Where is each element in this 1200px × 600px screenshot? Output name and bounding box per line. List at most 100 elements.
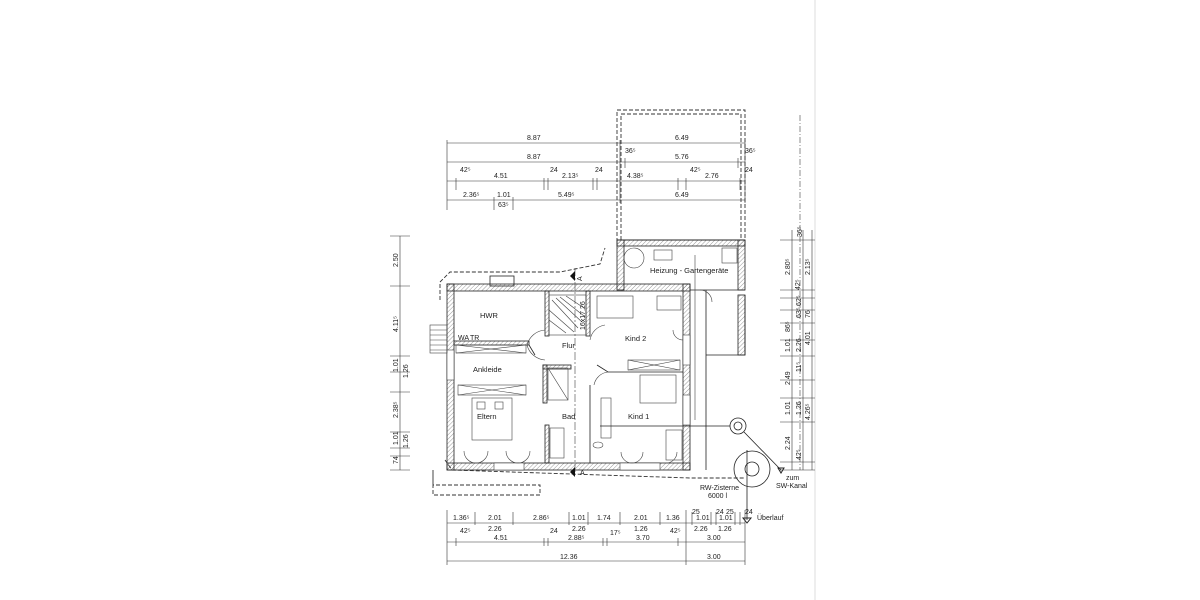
dim-text: 12.36 xyxy=(560,554,578,561)
dim-text: 2.26 xyxy=(488,526,502,533)
room-label-kind2: Kind 2 xyxy=(625,334,646,343)
dim-text: 8.87 xyxy=(527,135,541,142)
dim-text: 4.01 xyxy=(805,331,812,345)
dim-text: 24 xyxy=(745,167,753,174)
dimensions-bottom xyxy=(446,510,746,565)
dim-text: 2.36⁵ xyxy=(463,192,480,199)
dim-text: 42⁵ xyxy=(795,279,802,290)
doors xyxy=(463,289,713,464)
dim-text: 24 xyxy=(745,509,753,516)
cistern-volume: 6000 l xyxy=(708,493,728,500)
dim-text: 63⁵ xyxy=(796,307,803,318)
overflow-label: Überlauf xyxy=(757,514,784,522)
dim-text: 1.01 xyxy=(785,401,792,415)
dim-text: 42⁵ xyxy=(460,528,471,535)
dim-text: 2.01 xyxy=(488,515,502,522)
dim-text: 2.76 xyxy=(705,173,719,180)
dim-text: 36⁵ xyxy=(797,226,804,237)
section-label: A xyxy=(577,276,584,281)
dim-text: 1.26 xyxy=(634,526,648,533)
dim-text: 25 xyxy=(726,509,734,516)
dim-text: 25 xyxy=(692,509,700,516)
dim-text: 1.01 xyxy=(393,431,400,445)
dim-text: 63⁵ xyxy=(498,202,509,209)
dimensions-top xyxy=(446,140,746,210)
dim-text: 11⁵ xyxy=(796,362,803,372)
dim-text: 2.01 xyxy=(634,515,648,522)
dim-text: 4.51 xyxy=(494,535,508,542)
dim-text: 2.13⁵ xyxy=(562,173,579,180)
dim-text: 24 xyxy=(550,528,558,535)
dim-text: 4.38⁵ xyxy=(627,173,644,180)
dim-text: 2.26 xyxy=(796,338,803,352)
room-label-flur: Flur xyxy=(562,341,575,350)
dim-text: 2.88⁵ xyxy=(568,535,585,542)
dim-text: 1.01 xyxy=(393,358,400,372)
dim-text: 5.76 xyxy=(675,154,689,161)
dim-text: 36⁵ xyxy=(745,148,756,155)
room-label-wa: WA xyxy=(458,335,469,342)
dim-text: 1.26 xyxy=(796,401,803,415)
dim-text: 76 xyxy=(805,310,812,318)
dim-text: 1.01 xyxy=(696,515,710,522)
exterior-walls xyxy=(446,239,746,471)
dim-text: 1.36⁵ xyxy=(453,515,470,522)
section-arrow-icon xyxy=(570,271,575,281)
room-label-hwr: HWR xyxy=(480,311,498,320)
dim-text: 2.13⁵ xyxy=(805,258,812,275)
dim-text: 1.01 xyxy=(785,338,792,352)
dim-text: 86⁵ xyxy=(785,321,792,332)
room-label-heizung: Heizung - Gartengeräte xyxy=(650,266,728,275)
dim-text: 3.00 xyxy=(707,554,721,561)
site-boundary xyxy=(432,247,606,496)
sewer-label: SW-Kanal xyxy=(776,483,808,490)
dim-text: 2.86⁵ xyxy=(533,515,550,522)
dim-text: 4.51 xyxy=(494,173,508,180)
dim-text: 2.26 xyxy=(694,526,708,533)
section-label: A xyxy=(580,470,585,477)
sewer-label: zum xyxy=(786,475,799,482)
dim-text: 8.87 xyxy=(527,154,541,161)
room-label-eltern: Eltern xyxy=(477,412,497,421)
dim-text: 2.80⁵ xyxy=(785,258,792,275)
dim-text: 1.26 xyxy=(718,526,732,533)
dimensions-left xyxy=(390,235,410,471)
room-label-ankleide: Ankleide xyxy=(473,365,502,374)
dim-text: 24 xyxy=(716,509,724,516)
dim-text: 2.24 xyxy=(785,436,792,450)
dim-text: 3.70 xyxy=(636,535,650,542)
staircase xyxy=(548,294,587,336)
dim-text: 1.01 xyxy=(719,515,733,522)
dim-text: 17⁵ xyxy=(610,530,621,537)
dim-text: 4.11⁵ xyxy=(393,316,400,332)
cistern-label: RW-Zisterne xyxy=(700,485,739,492)
dim-text: 74 xyxy=(393,456,400,464)
dim-text: 42⁵ xyxy=(670,528,681,535)
drain-arrow-icon xyxy=(777,467,785,474)
dim-text: 6.49 xyxy=(675,192,689,199)
room-label-bad: Bad xyxy=(562,412,575,421)
stair-label: 16x17.26 xyxy=(580,301,587,330)
dim-text: 4.26⁵ xyxy=(805,403,812,420)
dim-text: 2.38⁵ xyxy=(393,401,400,418)
dim-text: 1.74 xyxy=(597,515,611,522)
dim-text: 2.49 xyxy=(785,371,792,385)
dim-text: 1.01 xyxy=(497,192,511,199)
dim-text: 6.49 xyxy=(675,135,689,142)
furniture xyxy=(455,247,738,461)
dim-text: 1.36 xyxy=(666,515,680,522)
dim-text: 36⁵ xyxy=(625,148,636,155)
room-label-kind1: Kind 1 xyxy=(628,412,649,421)
dim-text: 5.49⁵ xyxy=(558,192,575,199)
dim-text: 3.00 xyxy=(707,535,721,542)
room-label-tr: TR xyxy=(470,335,479,342)
dim-text: 42⁵ xyxy=(460,167,471,174)
dim-text: 42⁵ xyxy=(796,449,803,460)
dim-text: 1.01 xyxy=(572,515,586,522)
dim-text: 1.26 xyxy=(403,434,410,448)
interior-walls xyxy=(453,290,683,464)
dim-text: 2.50 xyxy=(393,253,400,267)
dim-text: 42⁵ xyxy=(690,167,701,174)
entrance-steps xyxy=(429,324,448,354)
